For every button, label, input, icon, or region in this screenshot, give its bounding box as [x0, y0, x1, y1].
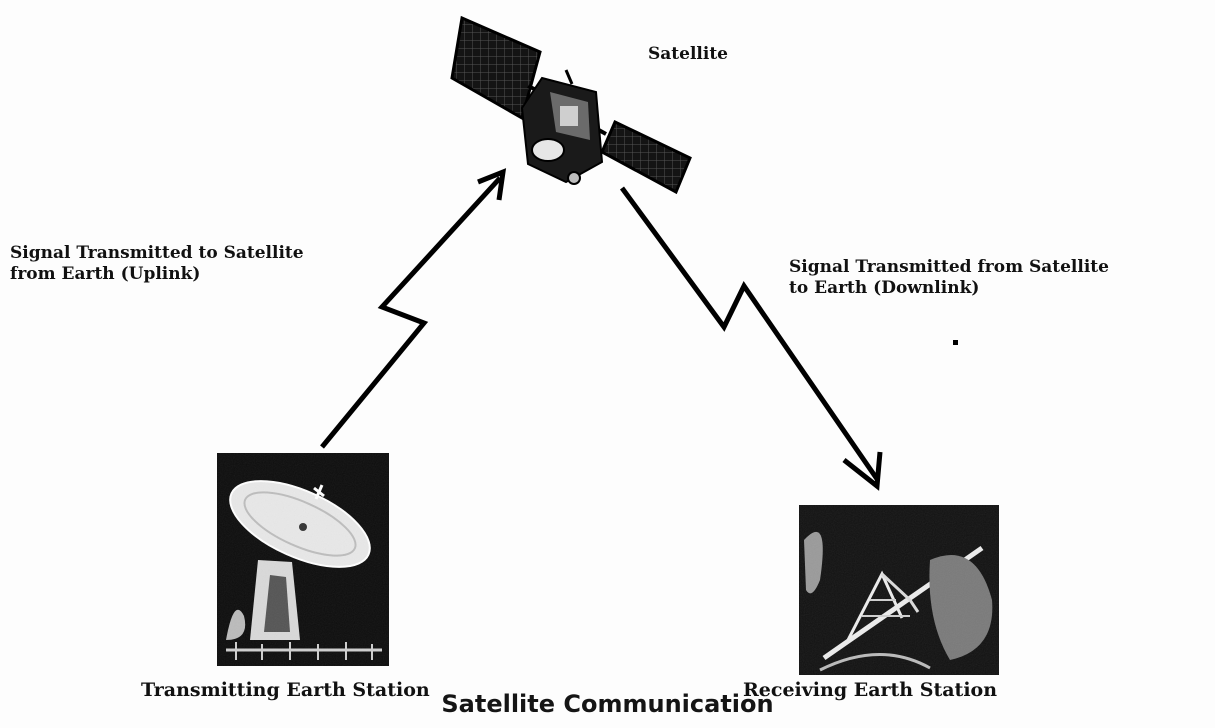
uplink-label: Signal Transmitted to Satellite from Ear… — [10, 243, 304, 285]
uplink-arrow — [320, 168, 507, 449]
receiving-station-label: Receiving Earth Station — [743, 679, 998, 701]
stray-mark — [953, 340, 958, 345]
downlink-label: Signal Transmitted from Satellite to Ear… — [789, 257, 1109, 299]
satellite-dish-icon — [217, 453, 389, 666]
satellite-icon — [450, 15, 692, 195]
diagram-caption: Satellite Communication — [441, 690, 774, 718]
antenna-icon — [799, 505, 999, 675]
downlink-arrow — [619, 186, 883, 491]
satellite-label: Satellite — [648, 44, 729, 64]
transmitting-station-label: Transmitting Earth Station — [141, 679, 430, 701]
